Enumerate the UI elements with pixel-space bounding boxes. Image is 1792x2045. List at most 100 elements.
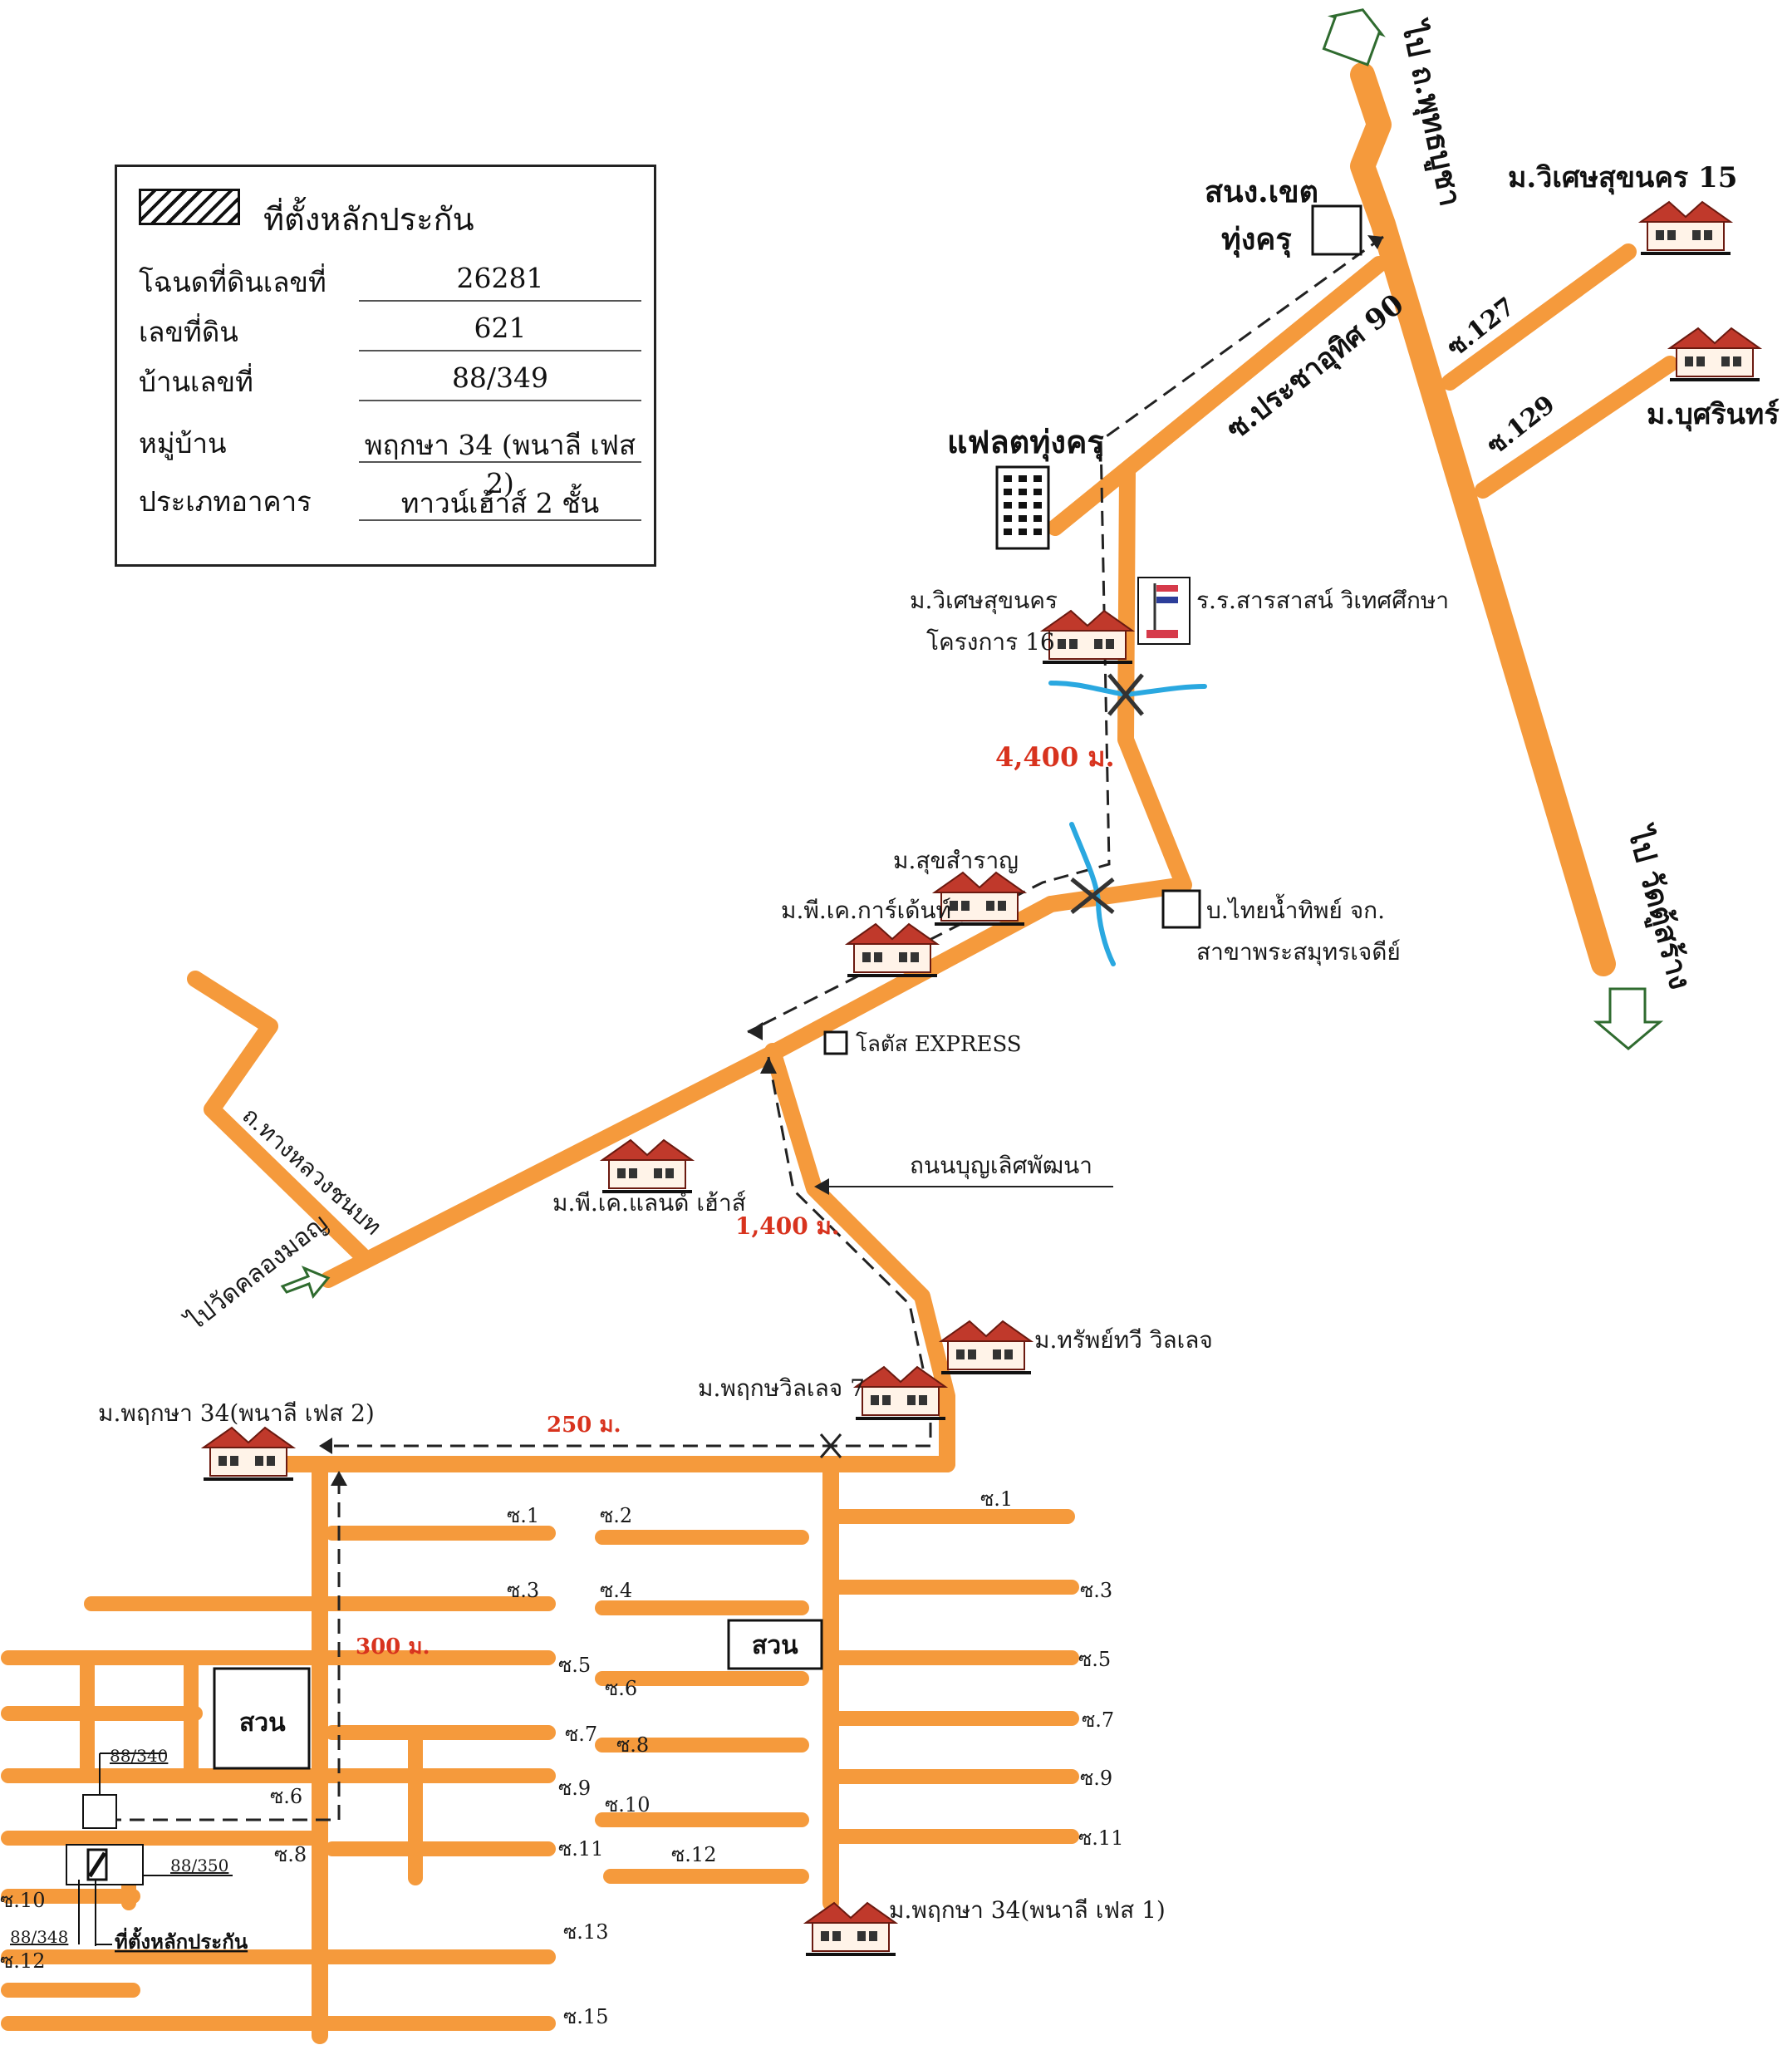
soi-label: ซ.9 [1080,1767,1112,1790]
soi-label: ซ.7 [565,1723,597,1746]
legend-row-land-no: เลขที่ดิน 621 [139,310,641,351]
legend-key: โฉนดที่ดินเลขที่ [139,266,326,298]
label-mu-pruksa-34-p1: ม.พฤกษา 34(พนาลี เฟส 1) [889,1896,1166,1924]
legend-row-village: หมู่บ้าน พฤกษา 34 (พนาลี เฟส 2) [139,421,641,499]
label-dist-4400: 4,400 ม. [995,741,1115,773]
legend-row-deed: โฉนดที่ดินเลขที่ 26281 [139,260,641,302]
park-box-left [213,1667,311,1770]
road-connector [1043,464,1192,912]
label-mu-pruksa-34-p2: ม.พฤกษา 34(พนาลี เฟส 2) [98,1399,375,1427]
arrow-icon [814,1178,829,1195]
soi-label: ซ.12 [0,1949,45,1973]
label-thai-namthip-1: บ.ไทยน้ำทิพย์ จก. [1206,893,1385,924]
label-mu-pruksa-village-7: ม.พฤกษวิลเลจ 7 [698,1374,865,1402]
soi-label: ซ.5 [1078,1648,1111,1671]
label-house-340: 88/340 [110,1746,168,1766]
label-mu-wisetsuk-15: ม.วิเศษสุขนคร 15 [1508,161,1737,195]
soi-label: ซ.3 [507,1579,539,1602]
road-soi-129 [1475,356,1678,499]
house-icon [1668,327,1761,381]
legend-value: 26281 [456,262,544,294]
park-box-right [727,1619,823,1670]
label-to-wat-tu-sang: ไป วัดตู้สร้าง [1618,820,1698,993]
soi-labels-middle: ซ.6 ซ.8 ซ.10 ซ.12 [605,1677,716,1866]
soi-label: ซ.5 [558,1654,591,1677]
house-icon [1639,200,1732,255]
label-flat-thung-khru: แฟลตทุ่งครุ [947,423,1104,462]
soi-label: ซ.10 [0,1889,45,1912]
legend-row-house-no: บ้านเลขที่ 88/349 [139,360,641,401]
soi-label: ซ.7 [1082,1708,1114,1732]
label-house-348: 88/348 [10,1927,68,1947]
legend-title: ที่ตั้งหลักประกัน [263,201,474,238]
house-icon [846,922,939,977]
label-dist-300: 300 ม. [356,1635,430,1659]
canals [1048,673,1207,966]
legend-value: พฤกษา 34 (พนาลี เฟส 2) [364,429,636,499]
road-phutthabucha [1350,62,1616,976]
soi-label: ซ.12 [671,1843,716,1866]
collateral-hatch-swatch [139,189,240,225]
soi-label: ซ.8 [616,1733,649,1757]
soi-label: ซ.6 [605,1677,637,1700]
thai-namthip-marker [1161,889,1201,929]
legend-key: หมู่บ้าน [139,427,227,460]
soi-label: ซ.9 [558,1777,591,1800]
collateral-site-marker [66,1753,233,1946]
road-bunlert [764,1043,955,1472]
label-mu-pk-landhouse: ม.พี.เค.แลนด์ เฮ้าส์ [552,1189,746,1217]
arrow-to-phutthabucha [1322,8,1386,66]
district-office-marker [1311,204,1362,256]
label-district-office-2: ทุ่งครุ [1221,222,1292,258]
soi-label: ซ.13 [563,1920,608,1944]
label-park-right: สวน [752,1631,798,1660]
route-path [100,235,1384,1828]
legend-value: ทาวน์เฮ้าส์ 2 ชั้น [400,487,600,519]
label-mu-wisetsuk-16-2: โครงการ 16 [926,628,1055,656]
soi-label: ซ.6 [270,1785,302,1808]
house-icon [601,1138,694,1193]
road-soi-127 [1441,243,1637,391]
label-collateral-site: ที่ตั้งหลักประกัน [115,1926,248,1954]
soi-label: ซ.8 [274,1843,307,1866]
label-mu-pk-garden: ม.พี.เค.การ์เด้นท์ [781,897,951,924]
soi-label: ซ.15 [563,2005,608,2028]
label-house-350: 88/350 [170,1856,228,1875]
label-mu-busarin: ม.บุศรินทร์ [1647,398,1780,432]
soi-labels-left: ซ.1 ซ.2 ซ.3 ซ.4 ซ.5 ซ.6 ซ.7 ซ.8 ซ.9 ซ.10… [0,1504,632,2028]
soi-labels-right: ซ.1 ซ.3 ซ.5 ซ.7 ซ.9 ซ.11 [980,1487,1123,1850]
label-school: ร.ร.สารสาสน์ วิเทศศึกษา [1196,587,1449,614]
label-road-bunlert: ถนนบุญเลิศพัฒนา [910,1152,1092,1180]
house-icon [940,1320,1033,1374]
label-district-office-1: สนง.เขต [1205,175,1318,209]
soi-label: ซ.11 [558,1837,603,1861]
label-mu-wisetsuk-16-1: ม.วิเศษสุขนคร [910,587,1058,615]
building-icon [995,465,1050,550]
school-flag-icon [1137,577,1191,645]
house-icon [854,1365,947,1420]
soi-label: ซ.2 [600,1504,632,1527]
label-dist-250: 250 ม. [547,1413,621,1438]
legend-value: 621 [474,312,527,344]
legend-row-building-type: ประเภทอาคาร ทาวน์เฮ้าส์ 2 ชั้น [139,479,641,521]
lotus-marker [823,1030,848,1055]
soi-label: ซ.1 [980,1487,1013,1511]
bridge-icon [1070,673,1144,914]
label-thai-namthip-2: สาขาพระสมุทรเจดีย์ [1196,938,1401,966]
legend-key: บ้านเลขที่ [139,366,253,398]
house-icon [804,1901,897,1956]
road-network [1,62,1678,2044]
label-lotus: โลตัส EXPRESS [856,1031,1022,1057]
label-mu-sap-thawee: ม.ทรัพย์ทวี วิลเลจ [1034,1326,1213,1354]
soi-label: ซ.10 [605,1793,650,1816]
legend-value: 88/349 [451,361,549,394]
legend-key: เลขที่ดิน [139,316,238,348]
road-pracha-uthit-90 [1047,256,1387,536]
road-diagonal [320,896,1059,1288]
arrow-to-wat-khlong-mon [280,1266,331,1300]
legend-key: ประเภทอาคาร [139,485,312,518]
label-dist-1400: 1,400 ม. [735,1212,840,1240]
legend-box: ที่ตั้งหลักประกัน โฉนดที่ดินเลขที่ 26281… [115,165,656,567]
label-mu-suksamran: ม.สุขสำราญ [893,847,1019,875]
soi-label: ซ.11 [1078,1826,1123,1850]
